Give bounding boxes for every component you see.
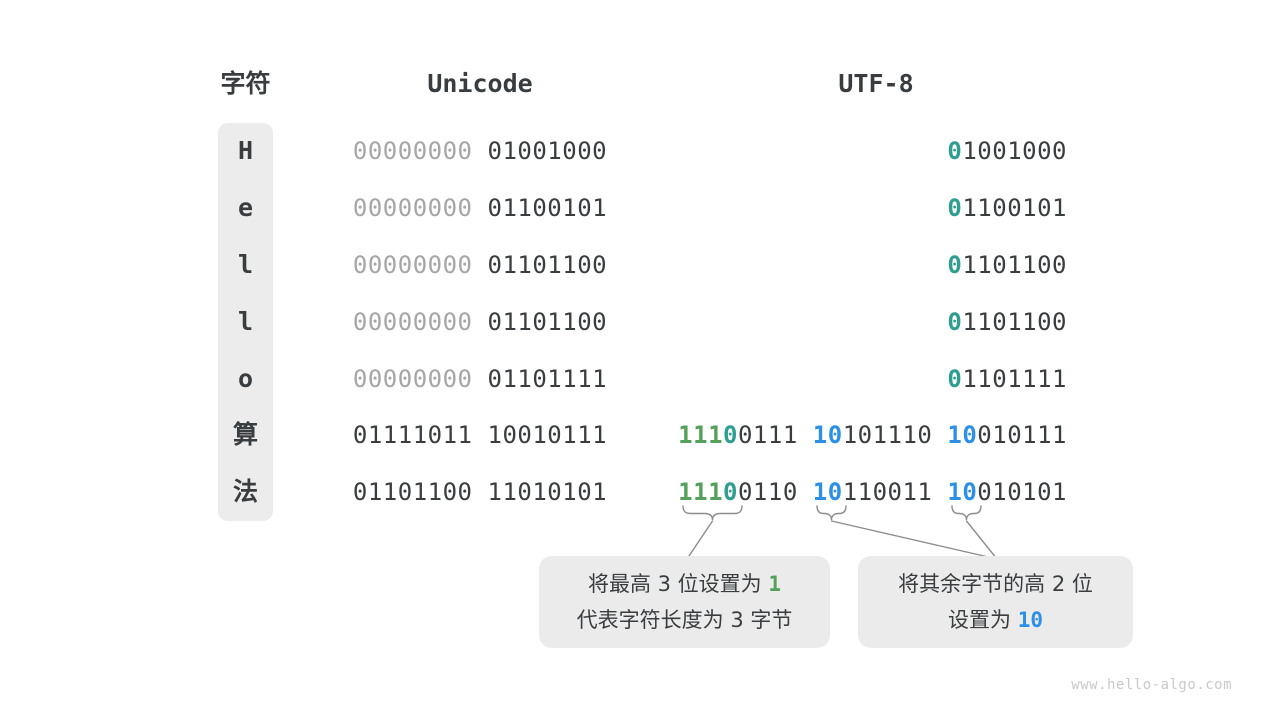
char-cell: e: [237, 193, 254, 222]
utf8-prefix-bit: 0: [947, 137, 963, 165]
utf8-rest-bits: 1101111: [962, 365, 1067, 393]
utf8-prefix-bit: 0: [947, 308, 963, 336]
unicode-value: 00000000 01101111: [353, 363, 607, 395]
callout-line: 设置为 10: [948, 602, 1043, 638]
utf8-prefix-ones: 111: [678, 478, 724, 506]
callout-continuation-bytes: 将其余字节的高 2 位 设置为 10: [858, 556, 1133, 648]
utf8-prefix-zero: 0: [723, 478, 738, 506]
utf8-prefix-bit: 0: [947, 251, 963, 279]
header-unicode: Unicode: [427, 69, 533, 98]
character-column-panel: [218, 123, 273, 521]
utf8-value: 01001000: [947, 135, 1067, 167]
utf8-value: 01100101: [947, 192, 1067, 224]
char-cell: o: [237, 364, 254, 393]
unicode-low-byte: 01101100: [487, 251, 608, 279]
utf8-byte1-rest: 0111: [737, 421, 798, 449]
callout-leading-byte: 将最高 3 位设置为 1 代表字符长度为 3 字节: [539, 556, 830, 648]
utf8-value: 01101100: [947, 249, 1067, 281]
utf8-prefix-bit: 0: [947, 194, 963, 222]
unicode-high-byte: 00000000: [352, 251, 473, 279]
callout-text: 设置为: [948, 608, 1018, 632]
unicode-value: 00000000 01101100: [353, 306, 607, 338]
unicode-value: 01111011 10010111: [353, 419, 607, 451]
utf8-value: 01101111: [947, 363, 1067, 395]
brace-cont-byte2-prefix: [816, 505, 847, 521]
utf8-byte2-rest: 110011: [842, 478, 933, 506]
utf8-rest-bits: 1001000: [962, 137, 1067, 165]
connector-byte3-to-right-callout: [965, 520, 998, 560]
brace-cont-byte3-prefix: [951, 505, 982, 521]
watermark: www.hello-algo.com: [1071, 677, 1232, 693]
unicode-high-byte: 00000000: [352, 194, 473, 222]
callout-text: 将最高 3 位设置为: [587, 572, 769, 596]
header-char: 字符: [220, 69, 271, 98]
callout-line: 代表字符长度为 3 字节: [576, 608, 793, 632]
connector-byte2-to-right-callout: [830, 520, 998, 560]
unicode-value: 00000000 01100101: [353, 192, 607, 224]
unicode-low-byte: 01101111: [487, 365, 608, 393]
unicode-low-byte: 01100101: [487, 194, 608, 222]
unicode-value: 01101100 11010101: [353, 476, 607, 508]
unicode-high-byte: 00000000: [352, 308, 473, 336]
utf8-value: 01101100: [947, 306, 1067, 338]
utf8-prefix-bit: 0: [947, 365, 963, 393]
char-cell: H: [237, 136, 254, 165]
highlight-ten: 10: [1017, 608, 1043, 632]
utf8-rest-bits: 1101100: [962, 308, 1067, 336]
unicode-low-byte: 11010101: [487, 478, 608, 506]
unicode-low-byte: 01101100: [487, 308, 608, 336]
utf8-cont-prefix: 10: [947, 421, 978, 449]
highlight-one: 1: [768, 572, 782, 596]
utf8-prefix-zero: 0: [723, 421, 738, 449]
utf8-byte1-rest: 0110: [737, 478, 798, 506]
unicode-value: 00000000 01101100: [353, 249, 607, 281]
char-cell: l: [237, 250, 254, 279]
char-cell: 算: [232, 420, 258, 449]
unicode-low-byte: 01001000: [487, 137, 608, 165]
char-cell: l: [237, 307, 254, 336]
unicode-low-byte: 10010111: [487, 421, 608, 449]
utf8-byte3-rest: 010111: [977, 421, 1067, 449]
unicode-high-byte: 00000000: [352, 137, 473, 165]
utf8-byte2-rest: 101110: [842, 421, 933, 449]
brace-leading-byte-prefix: [682, 505, 743, 521]
utf8-cont-prefix: 10: [812, 421, 843, 449]
unicode-high-byte: 01101100: [352, 478, 473, 506]
unicode-value: 00000000 01001000: [353, 135, 607, 167]
unicode-high-byte: 01111011: [352, 421, 473, 449]
utf8-rest-bits: 1100101: [962, 194, 1067, 222]
char-cell: 法: [232, 477, 258, 506]
callout-line: 将其余字节的高 2 位: [898, 572, 1093, 596]
header-utf8: UTF-8: [838, 69, 914, 98]
utf8-prefix-ones: 111: [678, 421, 724, 449]
utf8-cont-prefix: 10: [947, 478, 978, 506]
utf8-rest-bits: 1101100: [962, 251, 1067, 279]
utf8-cont-prefix: 10: [812, 478, 843, 506]
connector-to-left-callout: [688, 520, 714, 557]
unicode-high-byte: 00000000: [352, 365, 473, 393]
callout-line: 将最高 3 位设置为 1: [588, 566, 781, 602]
utf8-byte3-rest: 010101: [977, 478, 1067, 506]
